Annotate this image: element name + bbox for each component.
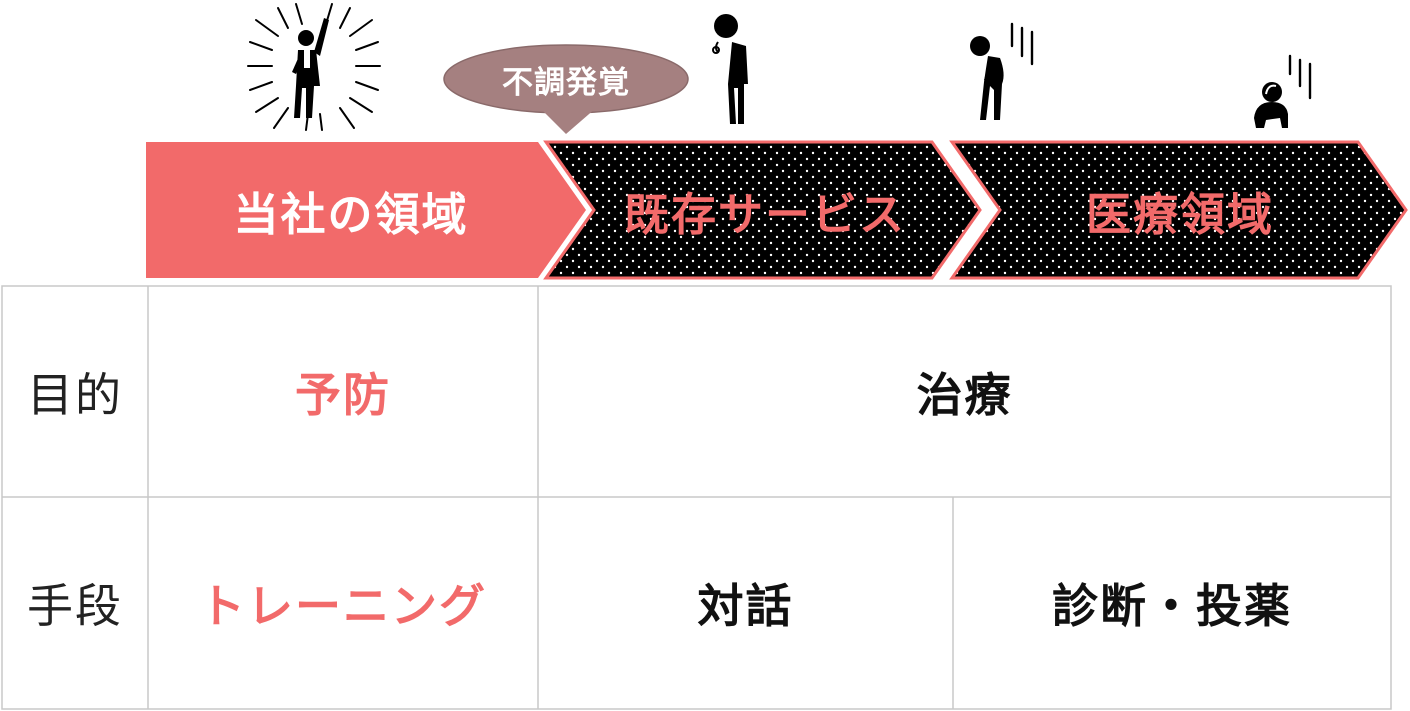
row-header-means: 手段 bbox=[27, 579, 123, 633]
means-dialogue: 対話 bbox=[697, 579, 794, 633]
medical-area-label: 医療領域 bbox=[1085, 187, 1274, 241]
slouching-person-icon bbox=[704, 12, 760, 130]
crouching-person-icon bbox=[1246, 54, 1316, 132]
arrow-medical-area bbox=[949, 140, 1408, 280]
purpose-treatment: 治療 bbox=[916, 367, 1013, 422]
arrow-existing-service bbox=[543, 140, 982, 280]
depressed-person-icon bbox=[966, 20, 1038, 128]
purpose-prevention: 予防 bbox=[295, 367, 391, 422]
energetic-person-icon bbox=[246, 0, 382, 132]
bubble-label: 不調発覚 bbox=[502, 64, 630, 101]
means-diagnosis-medication: 診断・投薬 bbox=[1052, 579, 1292, 633]
own-area-label: 当社の領域 bbox=[233, 187, 469, 241]
existing-service-label: 既存サービス bbox=[623, 187, 906, 241]
row-header-purpose: 目的 bbox=[27, 367, 123, 422]
means-training: トレーニング bbox=[199, 579, 487, 633]
arrow-own-area bbox=[146, 142, 586, 278]
